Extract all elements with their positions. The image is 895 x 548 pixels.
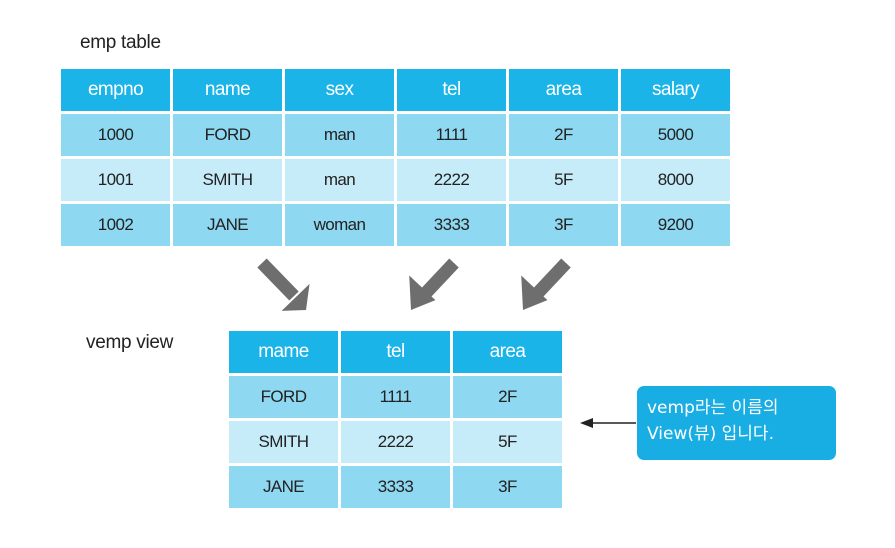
table-row: 1001 SMITH man 2222 5F 8000 bbox=[61, 159, 730, 201]
view-explanation-callout: vemp라는 이름의 View(뷰) 입니다. bbox=[637, 386, 836, 460]
table-cell: 3F bbox=[453, 466, 562, 508]
table-cell: 2F bbox=[509, 114, 618, 156]
table-cell: 2222 bbox=[397, 159, 506, 201]
table-cell: 1001 bbox=[61, 159, 170, 201]
arrow-area-to-area bbox=[521, 258, 571, 310]
arrow-name-to-mame bbox=[257, 258, 310, 311]
table-cell: 2222 bbox=[341, 421, 450, 463]
table-cell: 3F bbox=[509, 204, 618, 246]
table-cell: 9200 bbox=[621, 204, 730, 246]
table-cell: 2F bbox=[453, 376, 562, 418]
table-cell: FORD bbox=[173, 114, 282, 156]
emp-header-area: area bbox=[509, 69, 618, 111]
emp-header-salary: salary bbox=[621, 69, 730, 111]
vemp-view-caption: vemp view bbox=[86, 332, 174, 353]
table-cell: SMITH bbox=[229, 421, 338, 463]
table-row: SMITH 2222 5F bbox=[229, 421, 562, 463]
emp-header-sex: sex bbox=[285, 69, 394, 111]
table-cell: JANE bbox=[173, 204, 282, 246]
table-cell: 5000 bbox=[621, 114, 730, 156]
vemp-header-tel: tel bbox=[341, 331, 450, 373]
vemp-header-area: area bbox=[453, 331, 562, 373]
table-cell: 1002 bbox=[61, 204, 170, 246]
table-row: 1002 JANE woman 3333 3F 9200 bbox=[61, 204, 730, 246]
callout-line-1: vemp라는 이름의 bbox=[647, 398, 779, 418]
emp-table-caption: emp table bbox=[80, 32, 161, 53]
emp-header-tel: tel bbox=[397, 69, 506, 111]
table-row: JANE 3333 3F bbox=[229, 466, 562, 508]
vemp-view-table: mame tel area FORD 1111 2F SMITH 2222 5F… bbox=[226, 328, 565, 511]
vemp-header-row: mame tel area bbox=[229, 331, 562, 373]
emp-table: empno name sex tel area salary 1000 FORD… bbox=[58, 66, 733, 249]
table-cell: man bbox=[285, 114, 394, 156]
table-row: 1000 FORD man 1111 2F 5000 bbox=[61, 114, 730, 156]
table-cell: 5F bbox=[509, 159, 618, 201]
table-cell: 3333 bbox=[341, 466, 450, 508]
emp-header-name: name bbox=[173, 69, 282, 111]
table-cell: FORD bbox=[229, 376, 338, 418]
table-cell: 1000 bbox=[61, 114, 170, 156]
table-cell: 8000 bbox=[621, 159, 730, 201]
callout-line-2: View(뷰) 입니다. bbox=[647, 424, 774, 444]
table-row: FORD 1111 2F bbox=[229, 376, 562, 418]
arrow-tel-to-tel bbox=[409, 258, 459, 310]
table-cell: man bbox=[285, 159, 394, 201]
table-cell: 1111 bbox=[397, 114, 506, 156]
table-cell: 5F bbox=[453, 421, 562, 463]
table-cell: SMITH bbox=[173, 159, 282, 201]
vemp-header-mame: mame bbox=[229, 331, 338, 373]
table-cell: 1111 bbox=[341, 376, 450, 418]
table-cell: JANE bbox=[229, 466, 338, 508]
emp-header-row: empno name sex tel area salary bbox=[61, 69, 730, 111]
emp-header-empno: empno bbox=[61, 69, 170, 111]
arrow-callout-pointer bbox=[580, 418, 636, 428]
table-cell: woman bbox=[285, 204, 394, 246]
table-cell: 3333 bbox=[397, 204, 506, 246]
